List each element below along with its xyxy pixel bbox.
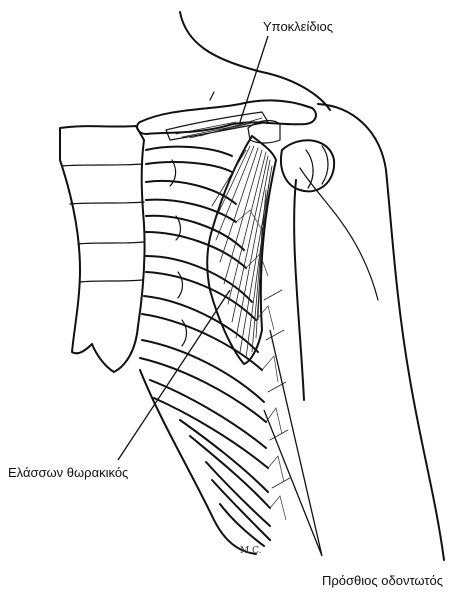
serratus-anterior-leader-line [264, 330, 322, 556]
label-serratus-anterior: Πρόσθιος οδοντωτός [322, 574, 443, 587]
subclavius-leader-line [240, 36, 268, 122]
arm-outline [294, 104, 444, 560]
label-subclavius: Υποκλείδιος [263, 20, 333, 33]
artist-signature: M.C. [240, 546, 262, 556]
humerus-head [281, 140, 334, 191]
pectoralis-minor-leader-line [118, 290, 230, 460]
sternum [60, 126, 145, 372]
label-pectoralis-minor: Ελάσσων θωρακικός [8, 466, 128, 479]
rib-cage [140, 147, 270, 554]
pectoralis-minor-muscle [207, 121, 280, 364]
